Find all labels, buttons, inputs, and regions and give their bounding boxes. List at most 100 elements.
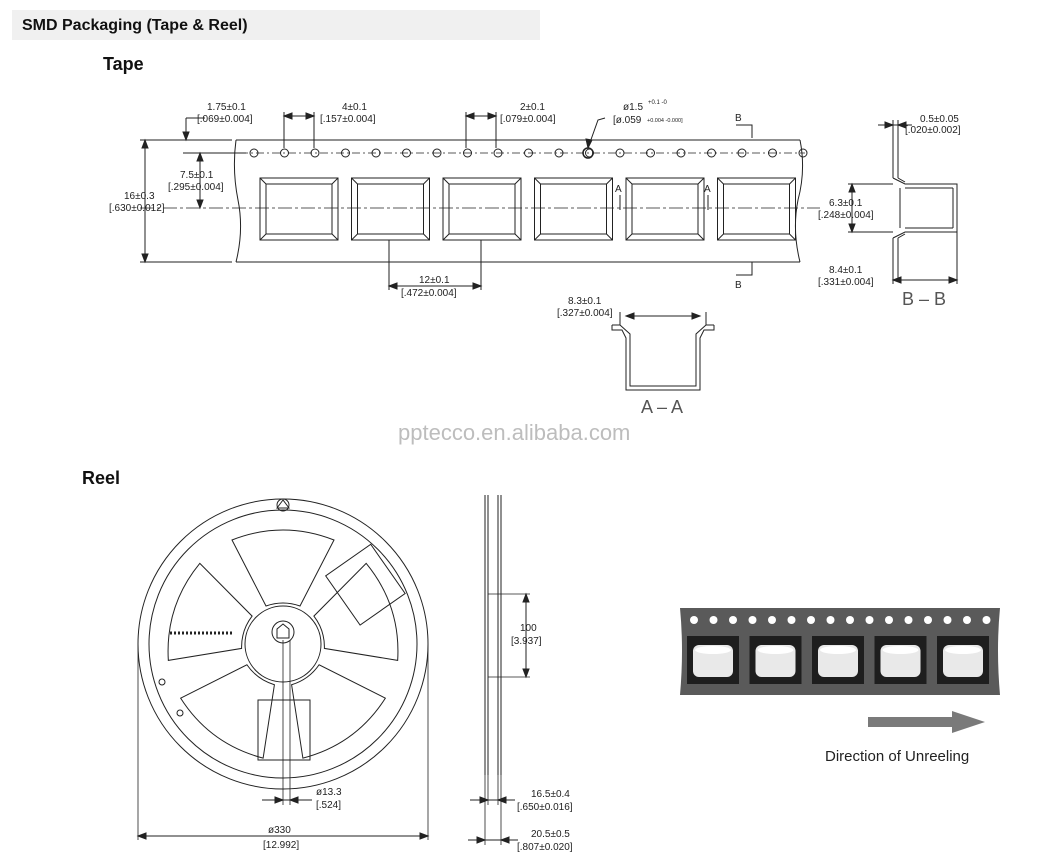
sprocket-hole (249, 148, 259, 158)
pocket-corner (534, 233, 541, 241)
pocket-corner (331, 233, 339, 241)
sprocket-hole (432, 148, 442, 158)
pocket-corner (514, 233, 522, 241)
arrowhead (496, 796, 507, 804)
pocket-corner (606, 177, 613, 185)
pocket-corner (625, 233, 633, 241)
arrowhead (522, 668, 530, 679)
pocket-outer (534, 177, 613, 241)
sprocket-hole (371, 148, 381, 158)
pocket-inner (723, 183, 790, 235)
sprocket-hole (524, 148, 533, 158)
unreel-arrow-shaft (868, 717, 956, 727)
sprocket-offset-label-in: [.069±0.004] (197, 114, 253, 125)
pocket-len-label-in: [.331±0.004] (818, 277, 874, 288)
sprocket-hole (615, 148, 625, 158)
pocket-corner (442, 177, 450, 185)
tape-break-left (233, 139, 242, 263)
photo-sprocket-hole (748, 616, 757, 624)
tape-photo (680, 608, 1000, 733)
pocket-depth-label: 6.3±0.1 (829, 198, 863, 209)
photo-sprocket-hole (807, 616, 815, 624)
arrowhead (464, 112, 475, 120)
reel-window (167, 562, 253, 661)
photo-sprocket-hole (846, 616, 854, 624)
sprocket-hole (737, 148, 747, 158)
half-pitch-label-in: [.079±0.004] (500, 114, 556, 125)
pocket-corner (351, 177, 358, 185)
pocket-corner (625, 177, 633, 185)
unreel-arrow-head (952, 711, 985, 733)
thickness-label-in: [.020±0.002] (905, 125, 961, 136)
pocket-corner (423, 177, 430, 185)
pocket-corner (351, 233, 358, 241)
arrowhead (522, 592, 530, 603)
pocket-inner (265, 183, 333, 235)
sprocket-hole (280, 148, 289, 158)
hole-dia-tol-in: +0.004 -0.000] (647, 118, 683, 124)
pocket-len-label: 8.4±0.1 (829, 265, 863, 276)
pocket-outer (625, 177, 705, 241)
pocket-inner (448, 183, 516, 235)
section-aa-view (611, 312, 715, 391)
arrowhead (136, 832, 147, 840)
sprocket-hole (402, 148, 411, 158)
tape-section-title: Tape (103, 54, 144, 74)
pocket-width-label: 8.3±0.1 (568, 296, 602, 307)
arrowhead (419, 832, 430, 840)
sprocket-offset-label: 1.75±0.1 (207, 102, 246, 113)
arrowhead (182, 131, 190, 142)
pocket-corner (717, 233, 724, 241)
section-a-left-label: A (615, 184, 622, 195)
hole-dia-tol: +0.1 -0 (648, 100, 668, 106)
reel-arrow-mark (276, 499, 290, 509)
outer-width-label: 20.5±0.5 (531, 829, 570, 840)
photo-component-top (757, 646, 794, 654)
outer-width-label-in: [.807±0.020] (517, 842, 573, 853)
photo-sprocket-hole (963, 616, 971, 624)
photo-sprocket-hole (787, 616, 796, 624)
photo-component-top (882, 646, 919, 654)
pocket-corner (331, 177, 339, 185)
photo-sprocket-hole (904, 616, 913, 624)
bb-outline (897, 233, 906, 239)
sprocket-hole (676, 148, 686, 158)
hub-width-label-in: [3.937] (511, 636, 542, 647)
width-label: 16±0.3 (124, 191, 155, 202)
arrowhead (585, 138, 593, 150)
bb-outline (892, 177, 958, 239)
arrowhead (691, 312, 702, 320)
pocket-corner (534, 177, 541, 185)
photo-sprocket-hole (826, 616, 835, 624)
arrowhead (305, 112, 316, 120)
sprocket-hole (554, 148, 564, 158)
section-b-top-label: B (735, 113, 742, 124)
sprocket-pitch-label: 4±0.1 (342, 102, 367, 113)
row-offset-label-in: [.295±0.004] (168, 182, 224, 193)
arrowhead (282, 112, 293, 120)
pocket-outer (442, 177, 522, 241)
photo-sprocket-hole (885, 616, 893, 624)
hub-dia-label: ø13.3 (316, 787, 342, 798)
pocket-inner (357, 183, 424, 235)
arrowhead (891, 276, 902, 284)
tape-pockets (259, 177, 796, 241)
sprocket-hole (798, 148, 808, 158)
pocket-inner (540, 183, 607, 235)
reel-window (231, 529, 335, 607)
arrowhead (479, 796, 490, 804)
arrowhead (476, 836, 487, 844)
photo-sprocket-hole (768, 616, 776, 624)
arrowhead (141, 253, 149, 264)
reel-hole (158, 678, 166, 686)
arrowhead (896, 121, 907, 129)
pocket-outer (717, 177, 796, 241)
arrowhead (472, 282, 483, 290)
tape-top-view (140, 112, 820, 290)
bb-outline (897, 177, 906, 183)
width-label-in: [.630±0.012] (109, 203, 165, 214)
pocket-outer (351, 177, 430, 241)
reel-arrow-ring (276, 498, 290, 512)
aa-outline (612, 324, 714, 387)
